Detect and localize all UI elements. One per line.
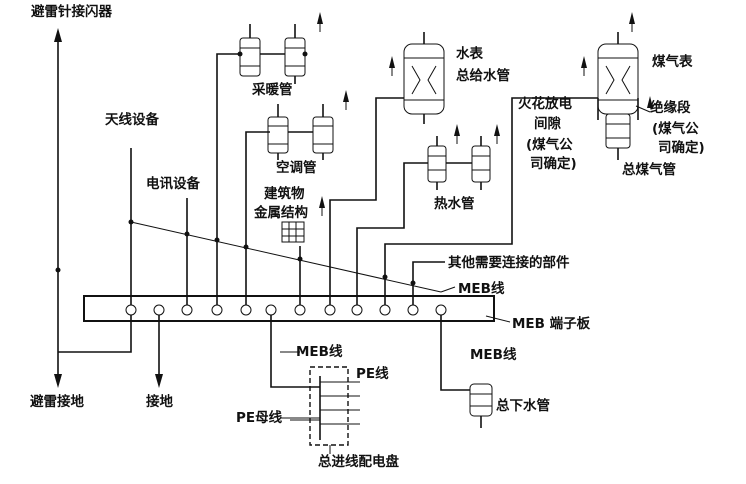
heating-pipe-fittings <box>237 12 323 84</box>
label-gas-meter: 煤气表 <box>652 53 693 70</box>
label-insulation-3: 司确定) <box>658 139 705 156</box>
lightning-down-conductor <box>54 28 62 388</box>
meb-line-leader <box>440 286 456 293</box>
label-lightning-rod: 避雷针接闪器 <box>31 3 112 20</box>
label-pe-line: PE线 <box>356 365 389 382</box>
label-hot-water-pipe: 热水管 <box>434 195 475 212</box>
label-main-water-pipe: 总给水管 <box>456 67 510 84</box>
label-meb-line-left: MEB线 <box>296 343 343 360</box>
terminal-screws <box>125 304 447 316</box>
distribution-board <box>290 366 360 446</box>
label-building-metal-2: 金属结构 <box>253 204 308 221</box>
label-antenna: 天线设备 <box>105 111 159 128</box>
label-meb-line-top: MEB线 <box>458 280 505 297</box>
label-other-parts: 其他需要连接的部件 <box>448 254 570 271</box>
meb-line-to-drain <box>440 315 470 391</box>
label-main-drain-pipe: 总下水管 <box>496 397 550 414</box>
label-insulation-1: 绝缘段 <box>650 99 691 116</box>
meb-diagonal-line <box>130 221 442 293</box>
label-meb-terminal-board: MEB 端子板 <box>512 315 591 332</box>
meb-terminal-board <box>83 295 495 322</box>
label-telecom: 电讯设备 <box>146 175 200 192</box>
label-distribution-board: 总进线配电盘 <box>318 453 399 470</box>
main-drain-pipe-fitting <box>469 383 493 428</box>
building-metal-grid <box>281 196 325 243</box>
junction-dots <box>128 219 416 286</box>
water-meter-assembly <box>389 32 445 124</box>
label-heating-pipe: 采暖管 <box>252 81 293 98</box>
label-lightning-ground: 避雷接地 <box>30 393 84 410</box>
label-building-metal-1: 建筑物 <box>263 185 305 202</box>
ground-lead <box>155 315 163 388</box>
hot-water-pipe-fittings <box>427 124 500 190</box>
label-spark-gap-4: 司确定) <box>530 155 577 172</box>
lightning-ground-link <box>58 315 132 353</box>
label-insulation-2: (煤气公 <box>652 120 699 137</box>
leader-terminal-board <box>485 315 511 323</box>
label-main-gas-pipe: 总煤气管 <box>622 161 676 178</box>
gas-meter-assembly <box>581 12 653 160</box>
label-spark-gap-1: 火花放电 <box>518 95 572 112</box>
ac-pipe-fittings <box>267 90 349 160</box>
label-meb-line-right: MEB线 <box>470 346 517 363</box>
meb-line-to-distribution <box>270 315 320 388</box>
label-spark-gap-2: 间隙 <box>534 115 562 132</box>
label-spark-gap-3: (煤气公 <box>526 136 573 153</box>
label-pe-busbar: PE母线 <box>236 409 283 426</box>
label-water-meter: 水表 <box>456 45 483 62</box>
label-ac-pipe: 空调管 <box>276 159 317 176</box>
label-ground: 接地 <box>146 393 173 410</box>
